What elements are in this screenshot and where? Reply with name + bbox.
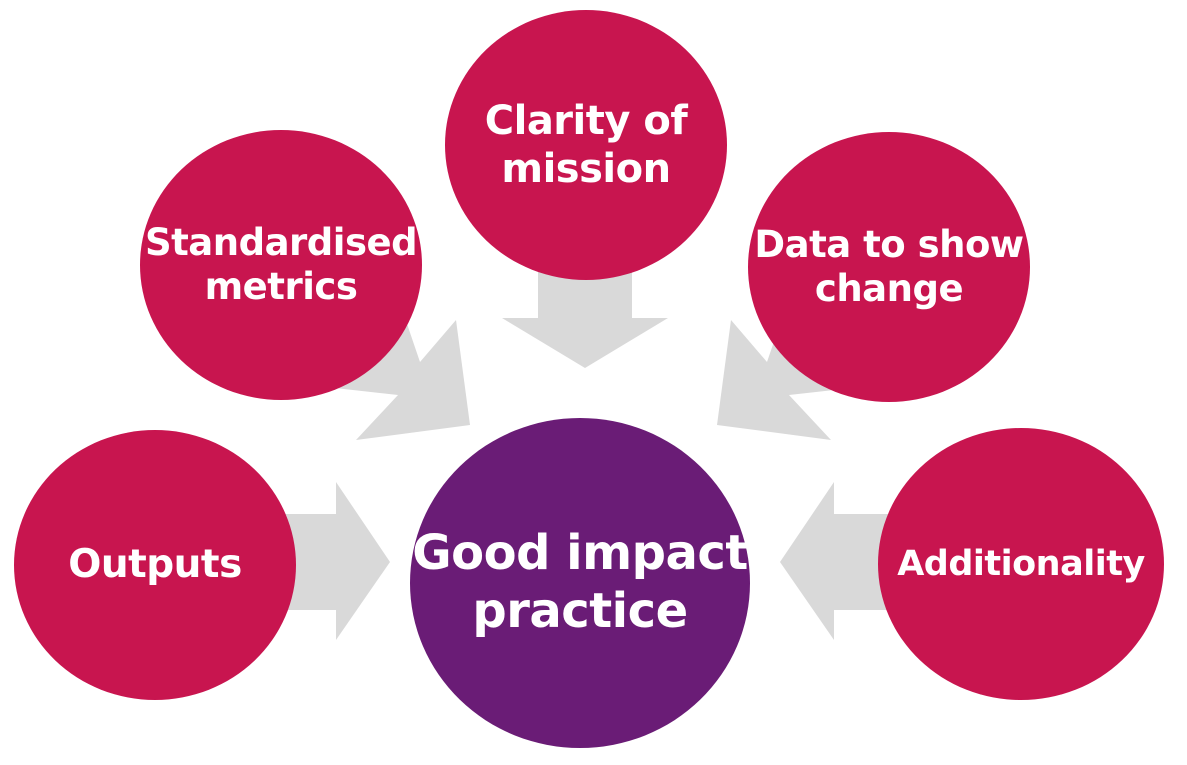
node-clarity-of-mission: Clarity of mission [445, 10, 727, 280]
arrow-left-icon [780, 482, 890, 640]
node-clarity-label: Clarity of mission [484, 98, 688, 192]
node-standardised-metrics: Standardised metrics [140, 130, 422, 400]
node-standardised-label: Standardised metrics [144, 220, 418, 308]
center-node-good-impact-practice: Good impact practice [410, 418, 750, 748]
node-data-to-show-change: Data to show change [748, 132, 1030, 402]
center-node-label: Good impact practice [412, 525, 748, 639]
node-additionality: Additionality [878, 428, 1164, 700]
node-outputs: Outputs [14, 430, 296, 700]
arrow-diagonal-down-left-icon [717, 318, 852, 440]
arrow-down-icon [502, 270, 668, 368]
node-additionality-label: Additionality [897, 544, 1145, 584]
node-data-label: Data to show change [754, 222, 1024, 310]
arrow-right-icon [280, 482, 390, 640]
node-outputs-label: Outputs [68, 541, 242, 587]
arrow-diagonal-down-right-icon [335, 318, 470, 440]
